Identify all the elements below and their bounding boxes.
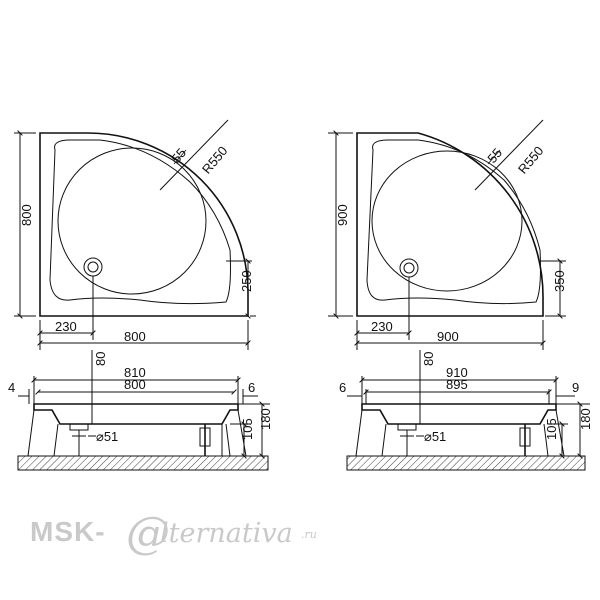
left-foot-height-label: 105	[240, 418, 255, 440]
right-side-view: 80 910 895 6 9 ⌀51 105 180	[339, 350, 593, 471]
left-drain-from-wall-label: 80	[93, 352, 108, 366]
watermark: MSK- @ lternativa .ru	[30, 508, 450, 560]
left-drain-offset-y-label: 250	[239, 270, 254, 292]
right-left-overhang-label: 6	[339, 380, 346, 395]
left-side-view: 80 810 800 4 6 ⌀51 105 180	[8, 350, 273, 471]
left-inner-width-label: 800	[124, 377, 146, 392]
left-plan-view: 55 R550 800 250 230 800	[14, 119, 256, 350]
left-radius-label: R550	[199, 143, 230, 176]
left-drain-offset-x-label: 230	[55, 319, 77, 334]
left-drain-diameter-label: ⌀51	[96, 429, 118, 444]
left-right-overhang-label: 6	[248, 380, 255, 395]
right-inner-width-label: 895	[446, 377, 468, 392]
left-left-overhang-label: 4	[8, 380, 15, 395]
left-width-label: 800	[124, 329, 146, 344]
right-width-label: 900	[437, 329, 459, 344]
left-total-height-label: 180	[258, 408, 273, 430]
right-height-label: 900	[335, 204, 350, 226]
left-overall-width-label: 810	[124, 365, 146, 380]
right-total-height-label: 180	[578, 408, 593, 430]
right-drain-offset-y-label: 350	[552, 270, 567, 292]
right-drain-offset-x-label: 230	[371, 319, 393, 334]
watermark-right-text: lternativa	[160, 518, 293, 549]
right-drain-from-wall-label: 80	[421, 352, 436, 366]
right-overall-width-label: 910	[446, 365, 468, 380]
left-height-label: 800	[19, 204, 34, 226]
right-foot-height-label: 105	[544, 418, 559, 440]
right-plan-view: 55 R550 900 350 230 900	[328, 119, 567, 350]
watermark-at-sign: @	[126, 508, 170, 559]
right-radius-label: R550	[515, 143, 546, 176]
watermark-left-text: MSK-	[30, 516, 106, 547]
right-drain-diameter-label: ⌀51	[424, 429, 446, 444]
watermark-domain-suffix: .ru	[301, 528, 317, 541]
right-right-overhang-label: 9	[572, 380, 579, 395]
